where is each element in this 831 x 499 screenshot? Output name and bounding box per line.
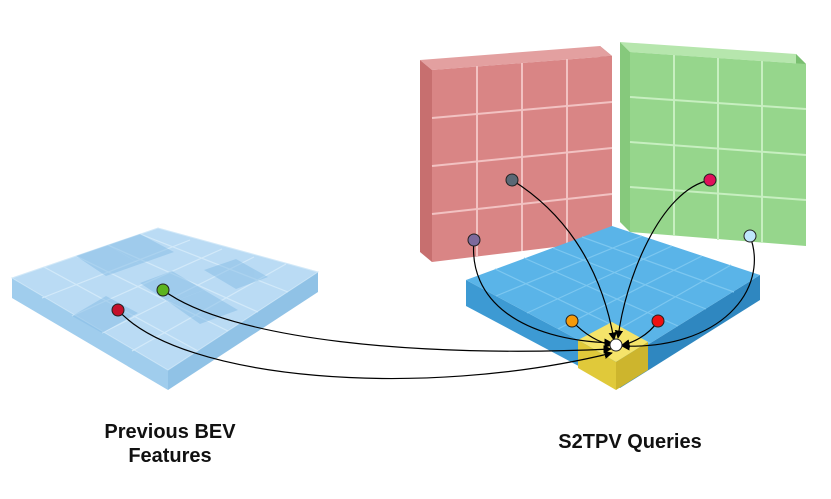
previous-bev-label-line1: Previous BEV <box>104 421 236 443</box>
point-red <box>111 303 125 317</box>
s2tpv-queries-label: S2TPV Queries <box>558 431 702 453</box>
point-lightblue <box>743 229 757 243</box>
arrow-slate <box>511 179 617 341</box>
point-purple <box>467 233 481 247</box>
point-red-bright <box>651 314 665 328</box>
target-cell-left <box>578 340 616 390</box>
point-orange <box>565 314 579 328</box>
point-slate <box>505 173 519 187</box>
arrow-purple <box>472 239 613 347</box>
previous-bev-slab <box>10 227 320 390</box>
current-bev-slab <box>466 226 760 390</box>
previous-bev-label-line2: Features <box>128 445 212 467</box>
arrow-green <box>162 289 612 354</box>
green-plane <box>620 42 807 246</box>
point-green <box>156 283 170 297</box>
arrow-magenta <box>614 179 711 339</box>
arrow-lightblue <box>621 235 755 351</box>
target-cell-right <box>616 342 648 390</box>
red-plane <box>420 46 613 262</box>
arrow-red <box>117 309 613 380</box>
point-target <box>609 338 623 352</box>
point-magenta <box>703 173 717 187</box>
previous-bev-label: Previous BEV Features <box>70 420 270 468</box>
